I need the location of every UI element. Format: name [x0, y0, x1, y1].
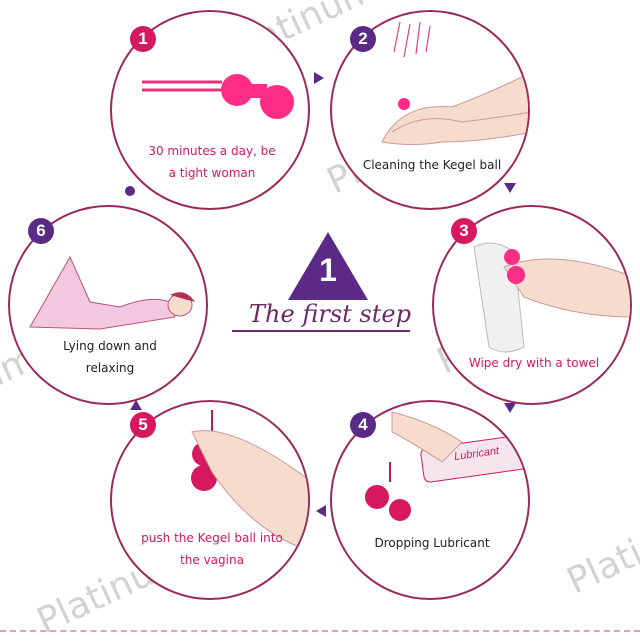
step-3-caption: Wipe dry with a towel — [444, 352, 624, 374]
step-1-badge: 1 — [130, 26, 156, 52]
lubricant-illustration — [365, 411, 528, 521]
step-1-caption: 30 minutes a day, be a tight woman — [132, 140, 292, 184]
step-caption-line: Cleaning the Kegel ball — [362, 158, 502, 172]
washing-hands-illustration — [381, 21, 528, 145]
lying-woman-illustration — [29, 255, 195, 330]
step-caption-line: 30 minutes a day, be — [148, 144, 276, 158]
connector-dot — [125, 186, 135, 196]
step-caption-line: the vagina — [180, 553, 244, 567]
step-2-badge: 2 — [350, 26, 376, 52]
step-5-caption: push the Kegel ball into the vagina — [122, 527, 302, 571]
arrow-right-icon — [314, 72, 324, 84]
arrow-up-icon — [130, 400, 142, 410]
step-4-badge: 4 — [350, 412, 376, 438]
center-triangle-icon — [288, 232, 368, 300]
step-caption-line: push the Kegel ball into — [141, 531, 283, 545]
arrow-down-icon — [504, 403, 516, 413]
watermark: PlatinumRx — [560, 478, 640, 603]
step-caption-line: Dropping Lubricant — [374, 536, 490, 550]
kegel-balls-illustration — [142, 74, 294, 119]
step-caption-line: a tight woman — [168, 166, 256, 180]
arrow-left-icon — [316, 505, 326, 517]
step-3-badge: 3 — [451, 218, 477, 244]
arrow-down-icon — [504, 183, 516, 193]
center-number: 1 — [319, 252, 337, 288]
center-title: The first step — [249, 300, 411, 328]
insert-ball-illustration — [191, 410, 308, 552]
step-5-badge: 5 — [130, 412, 156, 438]
step-caption-line: relaxing — [85, 361, 135, 375]
step-6-badge: 6 — [28, 218, 54, 244]
center-underline — [232, 330, 410, 332]
step-caption-line: Lying down and — [63, 339, 157, 353]
step-2-caption: Cleaning the Kegel ball — [342, 154, 522, 176]
towel-drying-illustration — [473, 242, 630, 353]
step-caption-line: Wipe dry with a towel — [468, 356, 600, 370]
step-1-circle: 30 minutes a day, be a tight woman — [110, 10, 310, 210]
bottom-divider — [0, 630, 640, 632]
step-6-caption: Lying down and relaxing — [30, 335, 190, 379]
step-4-caption: Dropping Lubricant — [342, 532, 522, 554]
